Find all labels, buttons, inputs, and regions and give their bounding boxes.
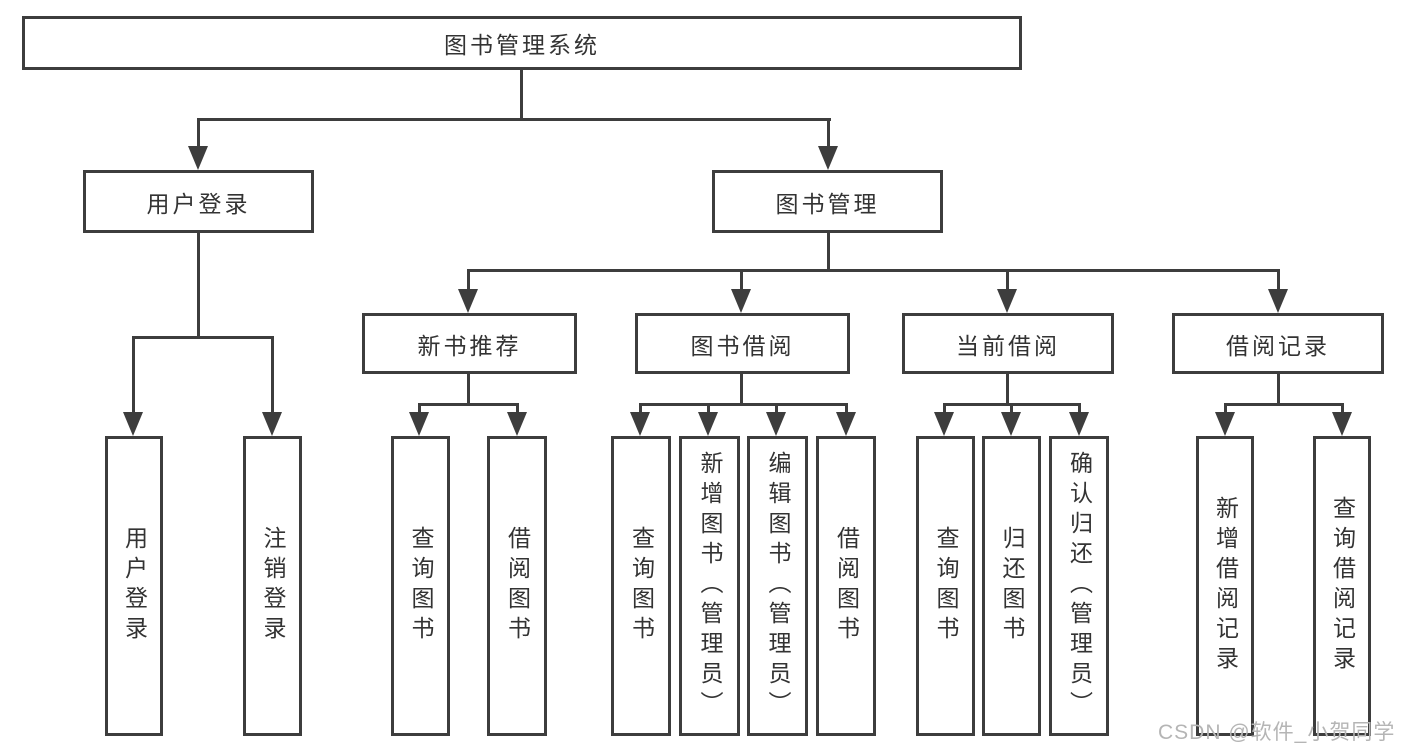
node-label: 图书管理 [775,190,880,217]
arrowhead [409,412,429,436]
node-label: 查询图书 [933,526,959,646]
arrowhead [262,412,282,436]
connector-line [1006,374,1009,406]
connector-line [1277,269,1280,293]
arrowhead [507,412,527,436]
arrowhead [1268,289,1288,313]
connector-line [639,403,642,416]
connector-line [197,118,831,121]
connector-line [1010,403,1013,416]
connector-line [418,403,421,416]
arrowhead [934,412,954,436]
node-current-borrowing: 当前借阅 [902,313,1114,374]
leaf-query-books-current: 查询图书 [916,436,975,736]
connector-line [197,233,200,337]
node-label: 借阅图书 [833,526,860,646]
connector-line [1341,403,1344,416]
node-label: 查询图书 [628,526,655,646]
node-borrowing-records: 借阅记录 [1172,313,1384,374]
node-label: 查询借阅记录 [1329,496,1356,676]
arrowhead [1215,412,1235,436]
connector-line [1078,403,1081,416]
connector-line [707,403,710,416]
node-label: 当前借阅 [956,332,1060,359]
connector-line [1277,374,1280,406]
arrowhead [630,412,650,436]
arrowhead [1001,412,1021,436]
leaf-borrow-books-recommend: 借阅图书 [487,436,547,736]
node-system-root: 图书管理系统 [22,16,1022,70]
connector-line [132,336,274,339]
node-new-book-recommend: 新书推荐 [362,313,577,374]
node-label: 新增图书（管理员） [697,451,723,721]
node-label: 用户登录 [121,526,148,646]
leaf-query-borrow-record: 查询借阅记录 [1313,436,1371,736]
connector-line [775,403,778,416]
node-label: 归还图书 [999,526,1025,646]
arrowhead [188,146,208,170]
connector-line [1224,403,1344,406]
connector-line [467,269,1280,272]
arrowhead [1069,412,1089,436]
connector-line [943,403,946,416]
leaf-query-books-recommend: 查询图书 [391,436,450,736]
node-label: 借阅记录 [1226,332,1330,359]
arrowhead [123,412,143,436]
node-label: 图书管理系统 [444,32,600,58]
leaf-user-login: 用户登录 [105,436,163,736]
leaf-add-books-admin: 新增图书（管理员） [679,436,740,736]
connector-line [197,118,200,150]
arrowhead [836,412,856,436]
node-label: 新书推荐 [417,332,522,359]
leaf-logout: 注销登录 [243,436,302,736]
node-label: 注销登录 [260,526,286,646]
leaf-add-borrow-record: 新增借阅记录 [1196,436,1254,736]
connector-line [1224,403,1227,416]
arrowhead [766,412,786,436]
node-label: 查询图书 [408,526,434,646]
leaf-query-books-borrowing: 查询图书 [611,436,671,736]
node-book-borrowing: 图书借阅 [635,313,850,374]
watermark: CSDN @软件_小贺同学 [1158,721,1396,744]
leaf-confirm-return-admin: 确认归还（管理员） [1049,436,1109,736]
node-label: 编辑图书（管理员） [765,451,791,721]
arrowhead [731,289,751,313]
leaf-borrow-books: 借阅图书 [816,436,876,736]
connector-line [639,403,848,406]
arrowhead [698,412,718,436]
connector-line [740,374,743,406]
node-label: 图书借阅 [690,332,795,359]
connector-line [827,233,830,272]
node-label: 新增借阅记录 [1212,496,1239,676]
connector-line [467,269,470,293]
connector-line [845,403,848,416]
arrowhead [458,289,478,313]
connector-line [740,269,743,293]
arrowhead [818,146,838,170]
node-label: 确认归还（管理员） [1066,451,1093,721]
node-label: 用户登录 [146,190,251,217]
connector-line [520,70,523,120]
connector-line [271,336,274,416]
node-label: 借阅图书 [504,526,531,646]
connector-line [827,118,830,150]
node-user-login: 用户登录 [83,170,314,233]
arrowhead [1332,412,1352,436]
connector-line [516,403,519,416]
leaf-return-books: 归还图书 [982,436,1041,736]
leaf-edit-books-admin: 编辑图书（管理员） [747,436,808,736]
connector-line [1006,269,1009,293]
connector-line [418,403,519,406]
node-book-management: 图书管理 [712,170,943,233]
arrowhead [997,289,1017,313]
connector-line [467,374,470,406]
connector-line [132,336,135,416]
